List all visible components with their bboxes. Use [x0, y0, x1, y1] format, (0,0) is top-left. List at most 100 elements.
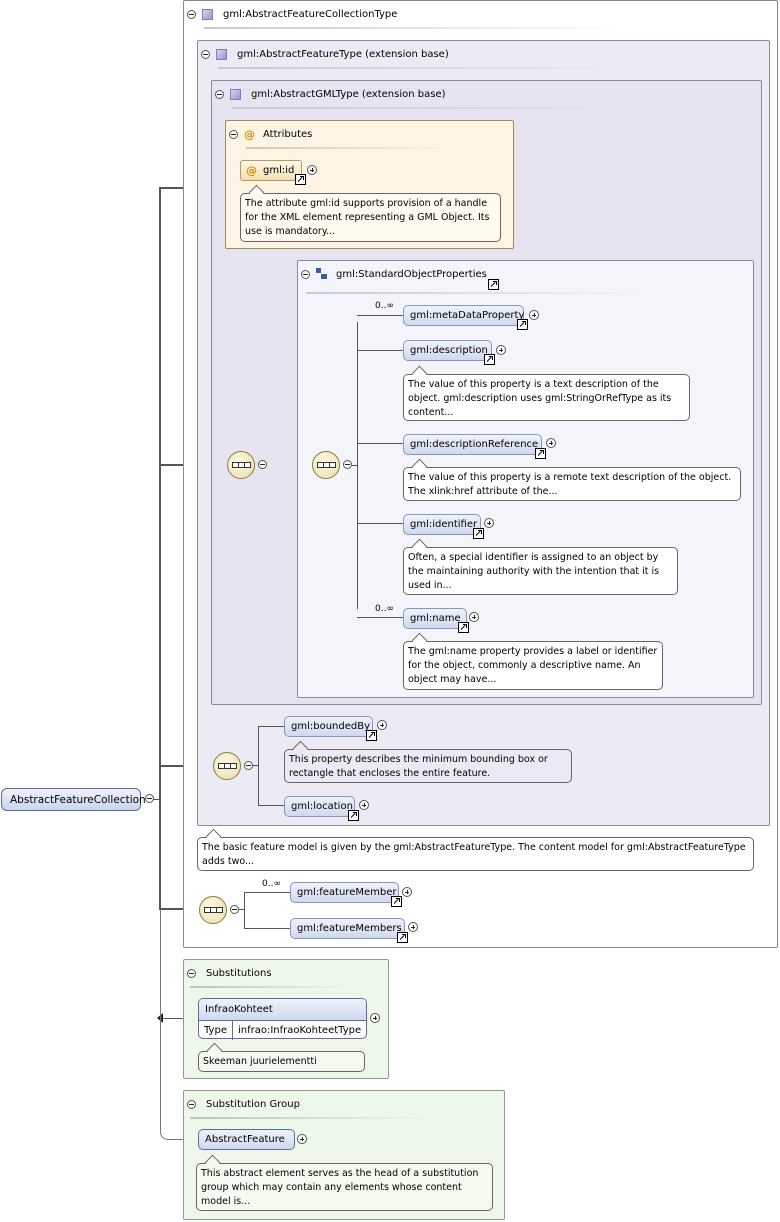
branch-description-ref [357, 443, 403, 444]
substitution-element-name: InfraoKohteet [205, 1004, 273, 1015]
substitutions-title: Substitutions [206, 968, 272, 979]
element-identifier-doc: Often, a special identifier is assigned … [403, 538, 678, 595]
reference-icon[interactable] [517, 319, 528, 330]
element-identifier[interactable]: gml:identifier [403, 514, 481, 535]
collapse-icon[interactable] [258, 460, 267, 469]
collapse-icon[interactable] [244, 761, 253, 770]
reference-icon[interactable] [484, 354, 495, 365]
connector-to-collection-seq [159, 908, 199, 910]
collapse-icon[interactable] [187, 969, 196, 978]
collapse-icon[interactable] [201, 50, 210, 59]
connector-subst-group [160, 910, 200, 1140]
substitution-element[interactable]: InfraoKohteet Type infrao:InfraoKohteetT… [198, 998, 367, 1040]
attribute-icon: @ [246, 164, 257, 177]
branch-identifier [357, 523, 403, 524]
feature-type-doc: The basic feature model is given by the … [197, 828, 754, 871]
reference-icon[interactable] [535, 448, 546, 459]
attributes-title: Attributes [263, 129, 313, 140]
collapse-icon[interactable] [230, 905, 239, 914]
element-location[interactable]: gml:location [284, 796, 355, 817]
complex-type-icon [230, 89, 241, 100]
element-name[interactable]: gml:name [403, 608, 467, 629]
standard-props-title: gml:StandardObjectProperties [336, 268, 487, 280]
feature-type-title: gml:AbstractFeatureType (extension base) [237, 49, 449, 60]
expand-icon[interactable] [297, 1134, 307, 1144]
collapse-icon[interactable] [215, 90, 224, 99]
branch-location [258, 805, 284, 806]
reference-icon[interactable] [473, 528, 484, 539]
element-description-reference-doc: The value of this property is a remote t… [403, 458, 741, 501]
attr-gml-id-doc: The attribute gml:id supports provision … [240, 184, 501, 242]
reference-icon[interactable] [348, 810, 359, 821]
collapse-icon[interactable] [229, 130, 238, 139]
expand-icon[interactable] [496, 345, 506, 355]
branch-metadata [357, 315, 403, 316]
collection-type-title: gml:AbstractFeatureCollectionType [223, 9, 398, 20]
root-element-label: AbstractFeatureCollection [10, 793, 146, 806]
branch-feature-member [244, 892, 290, 893]
reference-icon[interactable] [366, 730, 377, 741]
element-description-reference[interactable]: gml:descriptionReference [403, 434, 542, 455]
reference-icon[interactable] [488, 279, 499, 290]
expand-icon[interactable] [359, 800, 369, 810]
reference-icon[interactable] [458, 622, 469, 633]
expand-icon[interactable] [408, 922, 418, 932]
connector-to-root [150, 799, 160, 800]
branch-feature-members [244, 928, 290, 929]
expand-icon[interactable] [469, 612, 479, 622]
expand-icon[interactable] [402, 887, 412, 897]
sequence-compositor-icon[interactable] [213, 752, 241, 780]
collapse-icon[interactable] [343, 460, 352, 469]
substitution-group-head[interactable]: AbstractFeature [198, 1129, 295, 1150]
connector-subst [160, 1018, 198, 1019]
branch-description [357, 350, 403, 351]
expand-icon[interactable] [307, 165, 317, 175]
element-metadata-property[interactable]: gml:metaDataProperty [403, 305, 524, 326]
reference-icon[interactable] [295, 174, 306, 185]
collapse-icon[interactable] [301, 269, 310, 279]
branch-name [357, 617, 403, 618]
sequence-compositor-icon[interactable] [227, 451, 255, 479]
type-value: infrao:InfraoKohteetType [237, 1025, 362, 1036]
substitution-element-doc: Skeeman juurielementti [198, 1042, 365, 1072]
branch-bounded-by [258, 726, 284, 727]
element-name-doc: The gml:name property provides a label o… [403, 632, 663, 690]
element-bounded-by-doc: This property describes the minimum boun… [284, 740, 572, 783]
element-feature-members[interactable]: gml:featureMembers [290, 918, 405, 939]
expand-icon[interactable] [529, 310, 539, 320]
collapse-icon[interactable] [187, 10, 196, 19]
collapse-icon[interactable] [187, 1100, 196, 1109]
group-icon [316, 268, 328, 280]
type-label: Type [199, 1021, 233, 1040]
attr-gml-id[interactable]: @ gml:id [240, 160, 302, 181]
branch-center [352, 465, 358, 466]
attribute-icon: @ [244, 128, 255, 141]
sequence-compositor-icon[interactable] [199, 896, 227, 924]
expand-icon[interactable] [377, 720, 387, 730]
complex-type-icon [202, 9, 213, 20]
expand-icon[interactable] [546, 438, 556, 448]
sequence-compositor-icon[interactable] [312, 451, 340, 479]
expand-icon[interactable] [484, 518, 494, 528]
occurs-label: 0..∞ [375, 604, 394, 614]
occurs-label: 0..∞ [375, 301, 394, 311]
expand-icon[interactable] [370, 1013, 380, 1023]
gml-type-title: gml:AbstractGMLType (extension base) [251, 89, 446, 100]
element-description[interactable]: gml:description [403, 340, 492, 361]
element-bounded-by[interactable]: gml:boundedBy [284, 716, 373, 737]
attr-gml-id-label: gml:id [263, 165, 295, 176]
reference-icon[interactable] [391, 896, 402, 907]
root-collapse-icon[interactable] [145, 794, 154, 803]
branch-center [239, 909, 245, 910]
connector-trunk [159, 187, 161, 910]
branch-center [253, 765, 259, 766]
reference-icon[interactable] [397, 932, 408, 943]
branch-trunk [258, 726, 259, 806]
root-element[interactable]: AbstractFeatureCollection [1, 788, 146, 811]
branch-trunk [244, 892, 245, 928]
element-feature-member[interactable]: gml:featureMember [290, 882, 399, 903]
substitution-group-title: Substitution Group [206, 1099, 300, 1110]
element-description-doc: The value of this property is a text des… [403, 365, 690, 421]
substitution-group-doc: This abstract element serves as the head… [196, 1154, 493, 1211]
complex-type-icon [216, 49, 227, 60]
